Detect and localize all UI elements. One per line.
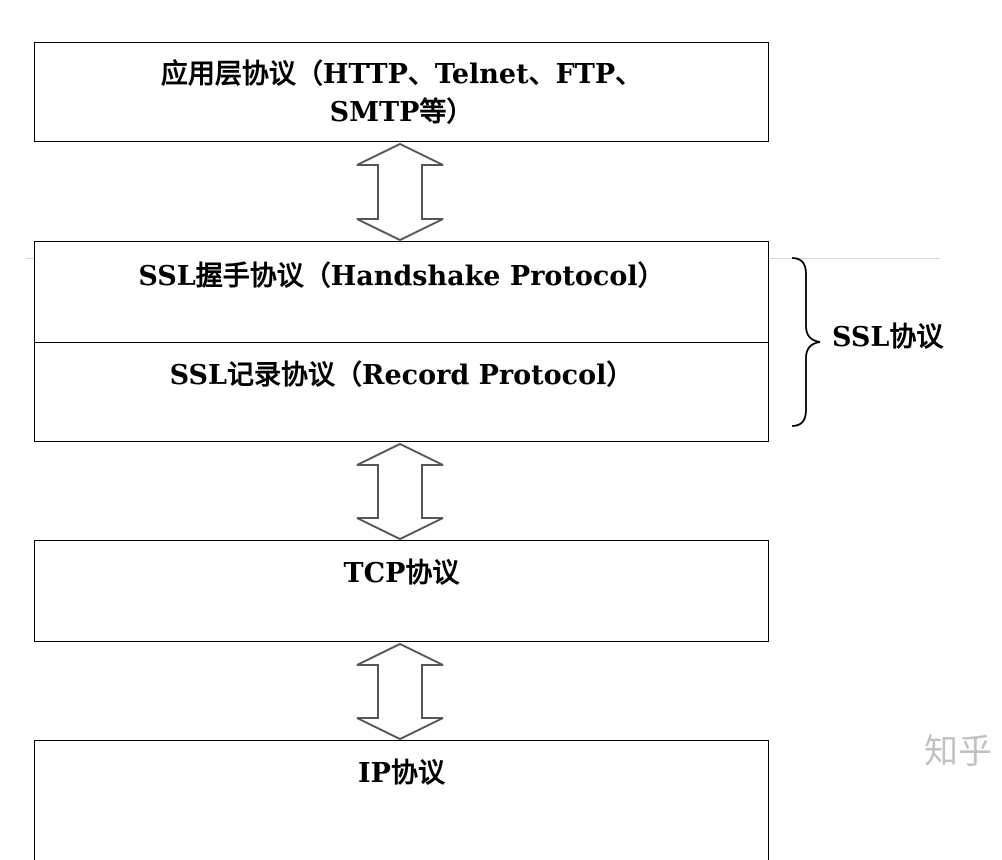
bidirectional-arrow-tcp-ip — [356, 642, 444, 741]
application-layer-label-line2: SMTP等） — [329, 97, 474, 128]
tcp-layer-box: TCP协议 — [34, 540, 769, 642]
bidirectional-arrow-app-ssl — [356, 142, 444, 242]
ssl-group-brace — [791, 257, 821, 427]
stray-line-left — [26, 258, 36, 259]
ssl-group-label: SSL协议 — [832, 322, 944, 353]
application-layer-label-line1: 应用层协议（HTTP、Telnet、FTP、 — [160, 59, 643, 90]
ssl-layer-box: SSL握手协议（Handshake Protocol） SSL记录协议（Reco… — [34, 241, 769, 442]
ssl-handshake-label: SSL握手协议（Handshake Protocol） — [138, 261, 665, 292]
bidirectional-arrow-ssl-tcp — [356, 442, 444, 541]
zhihu-watermark: 知乎 — [924, 732, 992, 772]
stray-line-right — [770, 258, 940, 259]
tcp-layer-label: TCP协议 — [343, 558, 460, 589]
ip-layer-box: IP协议 — [34, 740, 769, 860]
ssl-layer-divider — [35, 342, 768, 343]
application-layer-label: 应用层协议（HTTP、Telnet、FTP、 SMTP等） — [35, 56, 768, 132]
ssl-record-label: SSL记录协议（Record Protocol） — [169, 360, 634, 391]
ip-layer-label: IP协议 — [358, 758, 445, 789]
application-layer-box: 应用层协议（HTTP、Telnet、FTP、 SMTP等） — [34, 42, 769, 142]
